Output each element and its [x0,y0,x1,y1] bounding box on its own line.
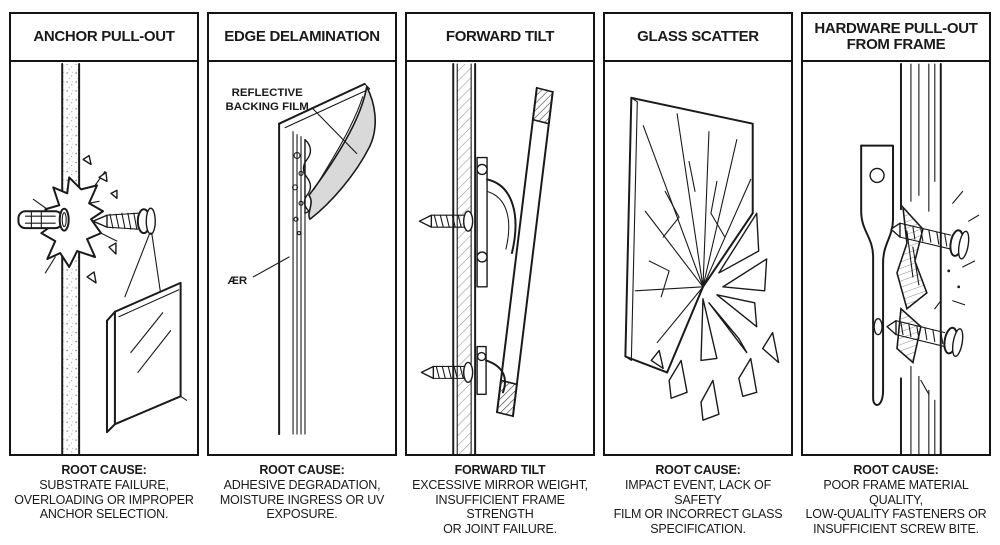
caption: ROOT CAUSE: ADHESIVE DEGRADATION, MOISTU… [207,463,397,522]
panel-title: EDGE DELAMINATION [209,14,395,62]
caption-body: SUBSTRATE FAILURE, OVERLOADING OR IMPROP… [14,477,194,522]
caption-body: POOR FRAME MATERIAL QUALITY, LOW-QUALITY… [805,477,987,536]
panel-box: EDGE DELAMINATION [207,12,397,456]
delamination-bubbles [292,151,304,236]
forward-tilt-drawing [418,62,554,454]
caption-heading: ROOT CAUSE: [259,463,345,477]
caption: ROOT CAUSE: IMPACT EVENT, LACK OF SAFETY… [603,463,793,537]
caption: FORWARD TILT EXCESSIVE MIRROR WEIGHT, IN… [405,463,595,537]
label-aer: ÆR [227,275,247,287]
mirror-edge-view [278,82,371,436]
caption-body: EXCESSIVE MIRROR WEIGHT, INSUFFICIENT FR… [412,477,588,536]
panel-title: FORWARD TILT [407,14,593,62]
panel-hardware-pull-out: HARDWARE PULL-OUT FROM FRAME [801,12,991,537]
peeling-backing-film [302,86,376,220]
caption-heading: ROOT CAUSE: [655,463,741,477]
glass-scatter-drawing [624,96,780,421]
hardware-pull-out-drawing [860,62,980,454]
hanging-wire [124,232,163,302]
glass-scatter-illustration [605,62,791,454]
hardware-pull-out-illustration [803,62,989,454]
lower-screw [420,361,474,384]
lower-bracket [476,345,506,396]
caption-heading: FORWARD TILT [454,463,546,477]
panel-box: ANCHOR PULL-OUT [9,12,199,456]
upper-bracket [476,156,517,288]
anchor-pull-out-drawing [17,62,188,454]
panel-title: HARDWARE PULL-OUT FROM FRAME [803,14,989,62]
panel-title: GLASS SCATTER [605,14,791,62]
wall-cross-section [452,62,477,454]
upper-screw [890,222,970,260]
lower-screw [886,319,964,358]
panel-box: GLASS SCATTER [603,12,793,456]
motion-lines [920,190,980,395]
panel-forward-tilt: FORWARD TILT [405,12,595,537]
screw [92,207,156,235]
label-reflective: REFLECTIVE [232,87,304,99]
caption-heading: ROOT CAUSE: [853,463,939,477]
panel-anchor-pull-out: ANCHOR PULL-OUT [9,12,199,537]
tilting-mirror [496,86,554,418]
panel-box: FORWARD TILT [405,12,595,456]
panel-glass-scatter: GLASS SCATTER [603,12,793,537]
radiating-cracks [634,113,752,344]
falling-mirror [105,281,188,434]
panel-edge-delamination: EDGE DELAMINATION [207,12,397,537]
shattered-mirror-panel [624,96,754,374]
caption: ROOT CAUSE: POOR FRAME MATERIAL QUALITY,… [801,463,991,537]
anchor-pull-out-illustration [11,62,197,454]
wood-splinters [896,204,928,364]
label-leader-lines [252,107,358,278]
edge-delamination-illustration: REFLECTIVE BACKING FILM ÆR [209,62,395,454]
panel-title: ANCHOR PULL-OUT [11,14,197,62]
caption-body: ADHESIVE DEGRADATION, MOISTURE INGRESS O… [219,477,385,522]
wall-hole [32,170,118,274]
glass-wedge-shards [700,212,768,362]
caption-body: IMPACT EVENT, LACK OF SAFETY FILM OR INC… [613,477,783,536]
falling-shards [650,331,780,421]
wall-anchor-plug [17,207,70,232]
edge-delamination-drawing: REFLECTIVE BACKING FILM ÆR [226,82,376,436]
pulled-bracket [860,144,895,406]
forward-tilt-illustration [407,62,593,454]
caption-heading: ROOT CAUSE: [61,463,147,477]
frame-member [899,62,942,454]
debris-fragments [82,154,118,284]
caption: ROOT CAUSE: SUBSTRATE FAILURE, OVERLOADI… [9,463,199,522]
upper-screw [418,210,474,232]
label-backing-film: BACKING FILM [226,101,309,113]
panel-box: HARDWARE PULL-OUT FROM FRAME [801,12,991,456]
